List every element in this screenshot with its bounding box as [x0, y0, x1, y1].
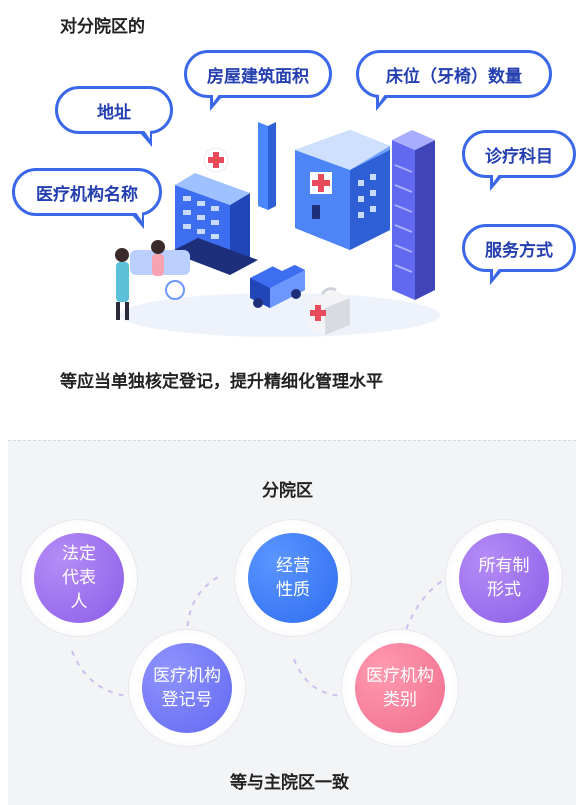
ambulance [250, 255, 305, 308]
connector [293, 658, 347, 697]
bubble-bed-count-label: 床位（牙椅）数量 [386, 66, 522, 87]
bubble-address: 地址 [55, 86, 173, 134]
connector [71, 650, 129, 697]
bubble-tail-fill [143, 129, 150, 139]
top-footer: 等应当单独核定登记，提升精细化管理水平 [60, 372, 383, 392]
circle-registration-number-label: 医疗机构登记号 [153, 666, 221, 710]
bubble-tail-fill [135, 211, 142, 221]
bubble-address-label: 地址 [97, 102, 131, 123]
bubble-tail-fill [493, 267, 500, 277]
branch-heading: 分院区 [262, 481, 313, 501]
left-hospital-building [170, 147, 258, 275]
circle-institution-category: 医疗机构类别 [355, 643, 445, 733]
ground-shadow [120, 293, 440, 337]
bubble-institution-name-label: 医疗机构名称 [36, 184, 138, 205]
circle-ownership-form: 所有制形式 [459, 533, 549, 623]
circle-legal-representative: 法定代表人 [34, 533, 124, 623]
branch-footer: 等与主院区一致 [230, 773, 349, 793]
bubble-tail-fill [213, 93, 220, 103]
bubble-department-label: 诊疗科目 [485, 146, 553, 167]
bubble-bed-count: 床位（牙椅）数量 [356, 50, 552, 98]
circle-legal-representative-label: 法定代表人 [62, 544, 96, 612]
bubble-service-mode: 服务方式 [462, 224, 576, 272]
right-tower [392, 130, 435, 300]
center-hospital-building [295, 130, 390, 250]
doctor-and-patient [115, 240, 190, 320]
circle-registration-number: 医疗机构登记号 [142, 643, 232, 733]
bubble-tail-fill [379, 93, 386, 103]
bubble-institution-name: 医疗机构名称 [12, 168, 162, 216]
bubble-building-area: 房屋建筑面积 [184, 50, 332, 98]
branch-panel: 分院区 法定代表人 经营性质 所有制形式 医疗机构登记号 医疗机构类别 等与主院… [8, 440, 576, 805]
thin-tower [258, 122, 276, 210]
top-heading: 对分院区的 [60, 17, 145, 37]
medical-kit [310, 287, 350, 335]
circle-institution-category-label: 医疗机构类别 [366, 666, 434, 710]
circle-business-nature: 经营性质 [248, 533, 338, 623]
bubble-building-area-label: 房屋建筑面积 [207, 66, 309, 87]
hospital-illustration [115, 122, 440, 337]
bubble-department: 诊疗科目 [462, 130, 576, 178]
circle-business-nature-label: 经营性质 [276, 556, 310, 600]
circle-ownership-form-label: 所有制形式 [478, 556, 530, 600]
bubble-service-mode-label: 服务方式 [485, 240, 553, 261]
bubble-tail-fill [493, 173, 500, 183]
